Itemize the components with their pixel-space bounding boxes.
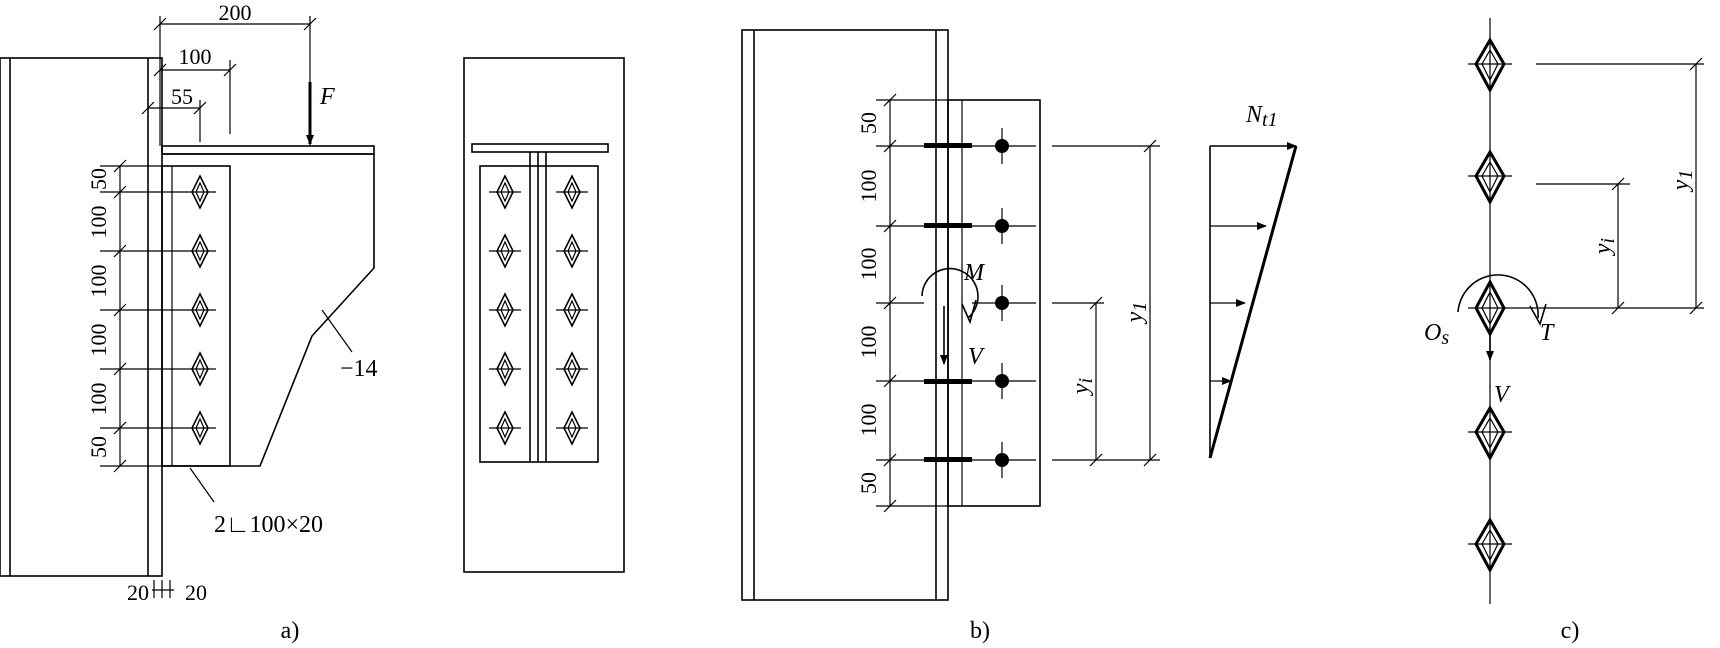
bolt-group-a	[183, 175, 217, 445]
dim-b-1: 100	[856, 170, 881, 203]
shear-label-c: V	[1494, 382, 1511, 408]
dim-b-5: 50	[856, 472, 881, 494]
end-plate-b	[947, 99, 1041, 507]
caption-a: a)	[281, 618, 300, 644]
torque-label: T	[1540, 320, 1555, 346]
panel-a: 50 100 100 100 100 50 200 100 55 F	[0, 0, 625, 644]
moment-arc	[921, 267, 979, 319]
yi-label-b: yi	[1068, 378, 1097, 396]
dim-b-3: 100	[856, 326, 881, 359]
dim-a-1: 100	[86, 206, 111, 239]
dim-200: 200	[219, 0, 252, 25]
gap-left: 20	[127, 580, 149, 605]
dim-b-0: 50	[856, 112, 881, 134]
column-a	[0, 57, 163, 577]
dim-a-0: 50	[86, 168, 111, 190]
side-view-plate	[463, 57, 625, 573]
dim-55: 55	[171, 84, 193, 109]
moment-label: M	[963, 260, 986, 286]
nt1-label: Nt1	[1245, 102, 1278, 131]
bracket-plate	[162, 153, 375, 467]
caption-c: c)	[1561, 618, 1580, 644]
angle-label: 2∟100×20	[214, 512, 323, 538]
dim-b-2: 100	[856, 248, 881, 281]
angle-a	[161, 165, 231, 467]
shear-label-b: V	[968, 344, 985, 370]
center-label: Os	[1424, 320, 1449, 349]
dim-a-5: 50	[86, 436, 111, 458]
caption-b: b)	[970, 618, 990, 644]
dim-100: 100	[179, 44, 212, 69]
plate-label: −14	[340, 356, 378, 382]
dim-a-3: 100	[86, 324, 111, 357]
dim-a-2: 100	[86, 265, 111, 298]
torque-arc	[1457, 274, 1539, 319]
bolt-rows-b	[924, 128, 1036, 478]
dim-a-4: 100	[86, 383, 111, 416]
column-b	[741, 29, 949, 601]
gap-right: 20	[185, 580, 207, 605]
dim-b-4: 100	[856, 404, 881, 437]
y1-label-c: y1	[1668, 170, 1697, 193]
panel-b: 50 100 100 100 100 50 M V y1 yi	[741, 29, 1298, 644]
panel-c: T Os V y1 yi c)	[1424, 18, 1704, 644]
force-label: F	[319, 84, 335, 110]
top-plate	[161, 145, 375, 155]
y1-label-b: y1	[1122, 302, 1151, 325]
yi-label-c: yi	[1590, 238, 1619, 256]
